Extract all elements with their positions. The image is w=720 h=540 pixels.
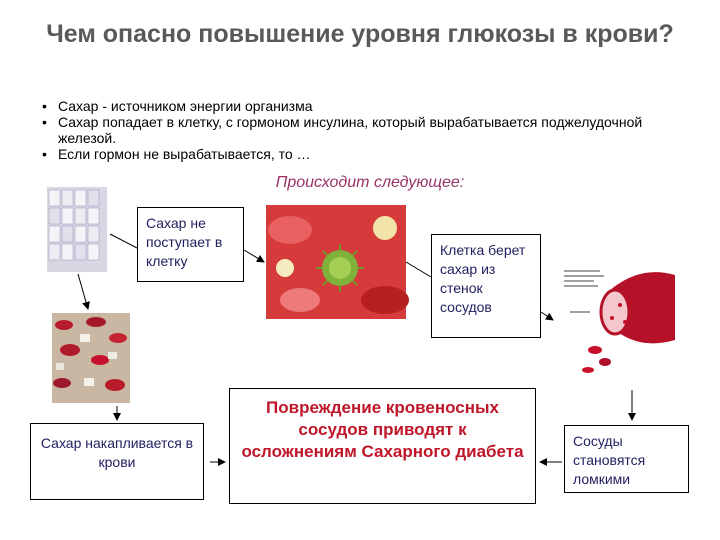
page-title: Чем опасно повышение уровня глюкозы в кр… (46, 20, 674, 48)
box-cell-takes-sugar: Клетка берет сахар из стенок сосудов (431, 234, 541, 338)
virus-cells-image (266, 205, 409, 319)
blood-cells-image (52, 313, 130, 403)
subheading: Происходит следующее: (275, 174, 465, 191)
sugar-cubes-image (47, 187, 107, 272)
box-vessels-fragile: Сосуды становятся ломкими (564, 425, 689, 493)
box-sugar-no-entry: Сахар не поступает в клетку (137, 207, 244, 282)
bullet-item: Сахар - источником энергии организма (40, 98, 700, 114)
box-sugar-accumulates: Сахар накапливается в крови (30, 423, 204, 500)
blood-vessel-image (553, 264, 683, 382)
box-vessel-damage: Повреждение кровеносных сосудов приводят… (229, 388, 536, 504)
bullet-list: Сахар - источником энергии организма Сах… (40, 98, 700, 162)
connectors (77, 233, 636, 466)
bullet-item: Сахар попадает в клетку, с гормоном инсу… (40, 114, 700, 146)
bullet-item: Если гормон не вырабатывается, то … (40, 146, 700, 162)
